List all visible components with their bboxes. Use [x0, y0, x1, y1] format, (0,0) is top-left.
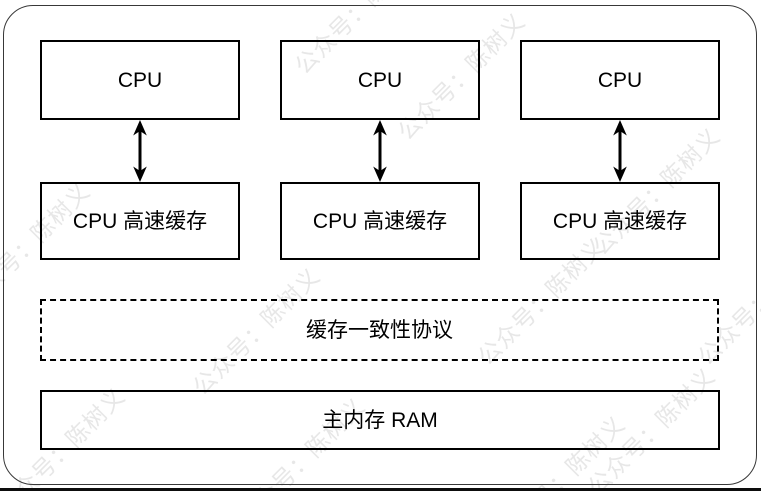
cpu-cache-box-2: CPU 高速缓存 [280, 182, 480, 260]
bottom-edge-line [0, 488, 761, 491]
cpu-label: CPU [597, 68, 643, 92]
cpu-cache-arrow-3 [613, 120, 627, 182]
main-memory-label: 主内存 RAM [322, 408, 438, 432]
cpu-cache-box-1: CPU 高速缓存 [40, 182, 240, 260]
cpu-box-3: CPU [520, 40, 720, 120]
cpu-label: CPU [357, 68, 403, 92]
coherence-protocol-label: 缓存一致性协议 [306, 318, 453, 342]
cpu-label: CPU [117, 68, 163, 92]
cpu-cache-arrow-1 [133, 120, 147, 182]
cpu-box-2: CPU [280, 40, 480, 120]
outer-frame [3, 5, 757, 485]
cpu-cache-label: CPU 高速缓存 [312, 209, 448, 233]
cpu-cache-label: CPU 高速缓存 [552, 209, 688, 233]
cpu-box-1: CPU [40, 40, 240, 120]
cpu-cache-box-3: CPU 高速缓存 [520, 182, 720, 260]
coherence-protocol-box: 缓存一致性协议 [40, 299, 719, 361]
cpu-cache-label: CPU 高速缓存 [72, 209, 208, 233]
cpu-cache-arrow-2 [373, 120, 387, 182]
main-memory-box: 主内存 RAM [40, 390, 720, 450]
